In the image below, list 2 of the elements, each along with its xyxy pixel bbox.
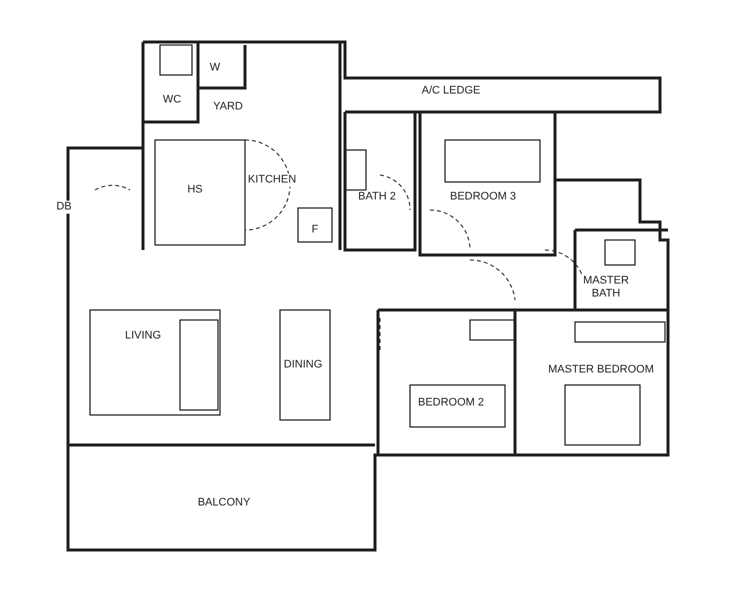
room-label: DB: [55, 200, 73, 214]
room-label: KITCHEN: [246, 174, 298, 186]
